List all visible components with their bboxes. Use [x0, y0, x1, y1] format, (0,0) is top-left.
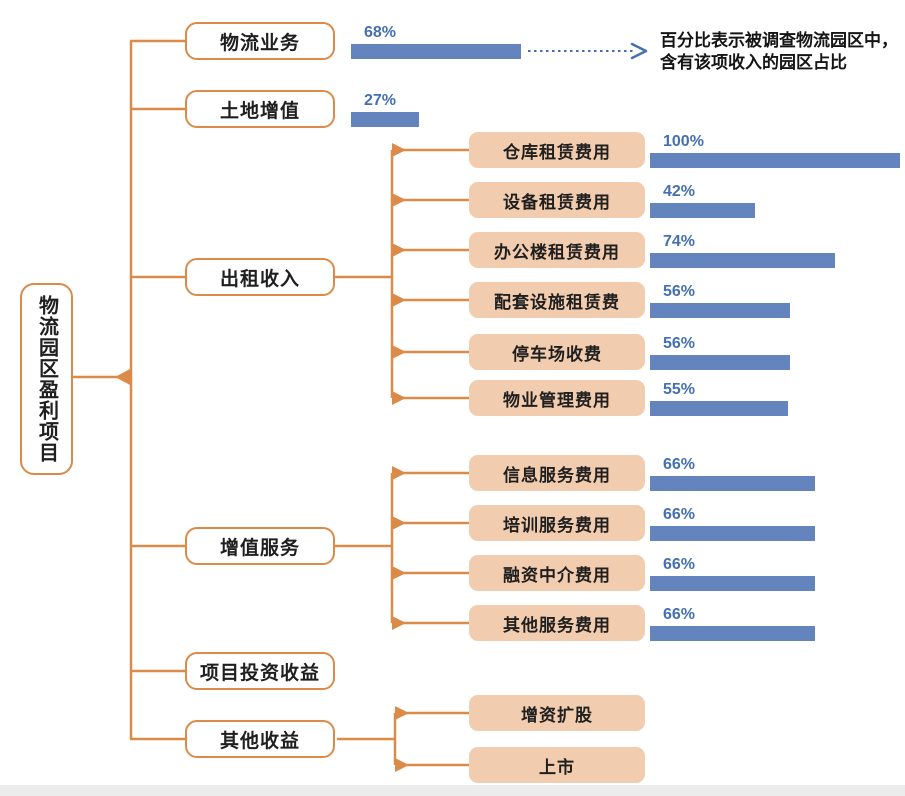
percent-label: 56% — [663, 283, 696, 300]
percent-label: 68% — [364, 24, 397, 41]
root-node-label: 物流园区盈利项目 — [35, 295, 58, 463]
bargroup-logistics-business: 68% — [351, 24, 521, 59]
percent-bar — [650, 526, 815, 541]
child-capital-increase: 增资扩股 — [469, 695, 645, 731]
trunk-connectors — [129, 39, 185, 741]
child-ipo: 上市 — [469, 747, 645, 783]
other-income-branch-arrowheads — [395, 706, 409, 772]
value-added-branch-arrowheads — [392, 466, 406, 630]
child-equipment-rental-fee: 设备租赁费用 — [469, 182, 645, 218]
annotation-arrow — [528, 42, 648, 60]
percent-bar — [650, 476, 815, 491]
percent-label: 74% — [663, 233, 696, 250]
bargroup-training-service: 66% — [650, 506, 815, 541]
child-parking-fee: 停车场收费 — [469, 334, 645, 370]
child-training-service-fee: 培训服务费用 — [469, 505, 645, 541]
child-property-management-fee: 物业管理费用 — [469, 380, 645, 416]
branch-value-added-services: 增值服务 — [185, 527, 335, 565]
child-warehouse-rental-fee: 仓库租赁费用 — [469, 132, 645, 168]
annotation-line-2: 含有该项收入的园区占比 — [660, 53, 847, 72]
percent-label: 100% — [663, 133, 704, 150]
rental-branch-arrowheads — [392, 143, 406, 405]
percent-bar — [351, 44, 521, 59]
root-node: 物流园区盈利项目 — [20, 283, 73, 475]
bargroup-information-service: 66% — [650, 456, 815, 491]
bargroup-warehouse-rental: 100% — [650, 133, 900, 168]
bottom-strip — [0, 785, 905, 796]
child-supporting-facilities-rental-fee: 配套设施租赁费 — [469, 282, 645, 318]
value-added-branch-connectors — [335, 471, 469, 625]
percent-bar — [650, 355, 790, 370]
percent-label: 66% — [663, 556, 696, 573]
percent-bar — [650, 253, 835, 268]
branch-rental-income: 出租收入 — [185, 258, 335, 296]
annotation-note: 百分比表示被调查物流园区中， 含有该项收入的园区占比 — [660, 30, 905, 74]
percent-bar — [650, 153, 900, 168]
child-information-service-fee: 信息服务费用 — [469, 455, 645, 491]
rental-branch-connectors — [335, 148, 469, 400]
child-financing-intermediary-fee: 融资中介费用 — [469, 555, 645, 591]
root-connector — [73, 369, 130, 385]
bargroup-other-service: 66% — [650, 606, 815, 641]
child-office-building-rental-fee: 办公楼租赁费用 — [469, 232, 645, 268]
child-other-service-fee: 其他服务费用 — [469, 605, 645, 641]
bargroup-property-management: 55% — [650, 381, 788, 416]
percent-label: 66% — [663, 606, 696, 623]
bargroup-supporting-facilities: 56% — [650, 283, 790, 318]
percent-label: 66% — [663, 506, 696, 523]
bargroup-parking-fee: 56% — [650, 335, 790, 370]
percent-label: 55% — [663, 381, 696, 398]
percent-label: 42% — [663, 183, 696, 200]
branch-other-income: 其他收益 — [185, 720, 335, 758]
bargroup-financing-intermediary: 66% — [650, 556, 815, 591]
annotation-line-1: 百分比表示被调查物流园区中， — [660, 31, 898, 50]
branch-land-appreciation: 土地增值 — [185, 90, 335, 128]
other-income-branch-connectors — [337, 711, 469, 767]
percent-bar — [650, 576, 815, 591]
branch-logistics-business: 物流业务 — [185, 22, 335, 60]
percent-label: 56% — [663, 335, 696, 352]
percent-label: 66% — [663, 456, 696, 473]
percent-label: 27% — [364, 92, 397, 109]
percent-bar — [650, 401, 788, 416]
branch-project-investment-income: 项目投资收益 — [185, 652, 335, 690]
bargroup-land-appreciation: 27% — [351, 92, 419, 127]
percent-bar — [351, 112, 419, 127]
percent-bar — [650, 203, 755, 218]
percent-bar — [650, 626, 815, 641]
bargroup-equipment-rental: 42% — [650, 183, 755, 218]
bargroup-office-building-rental: 74% — [650, 233, 835, 268]
percent-bar — [650, 303, 790, 318]
